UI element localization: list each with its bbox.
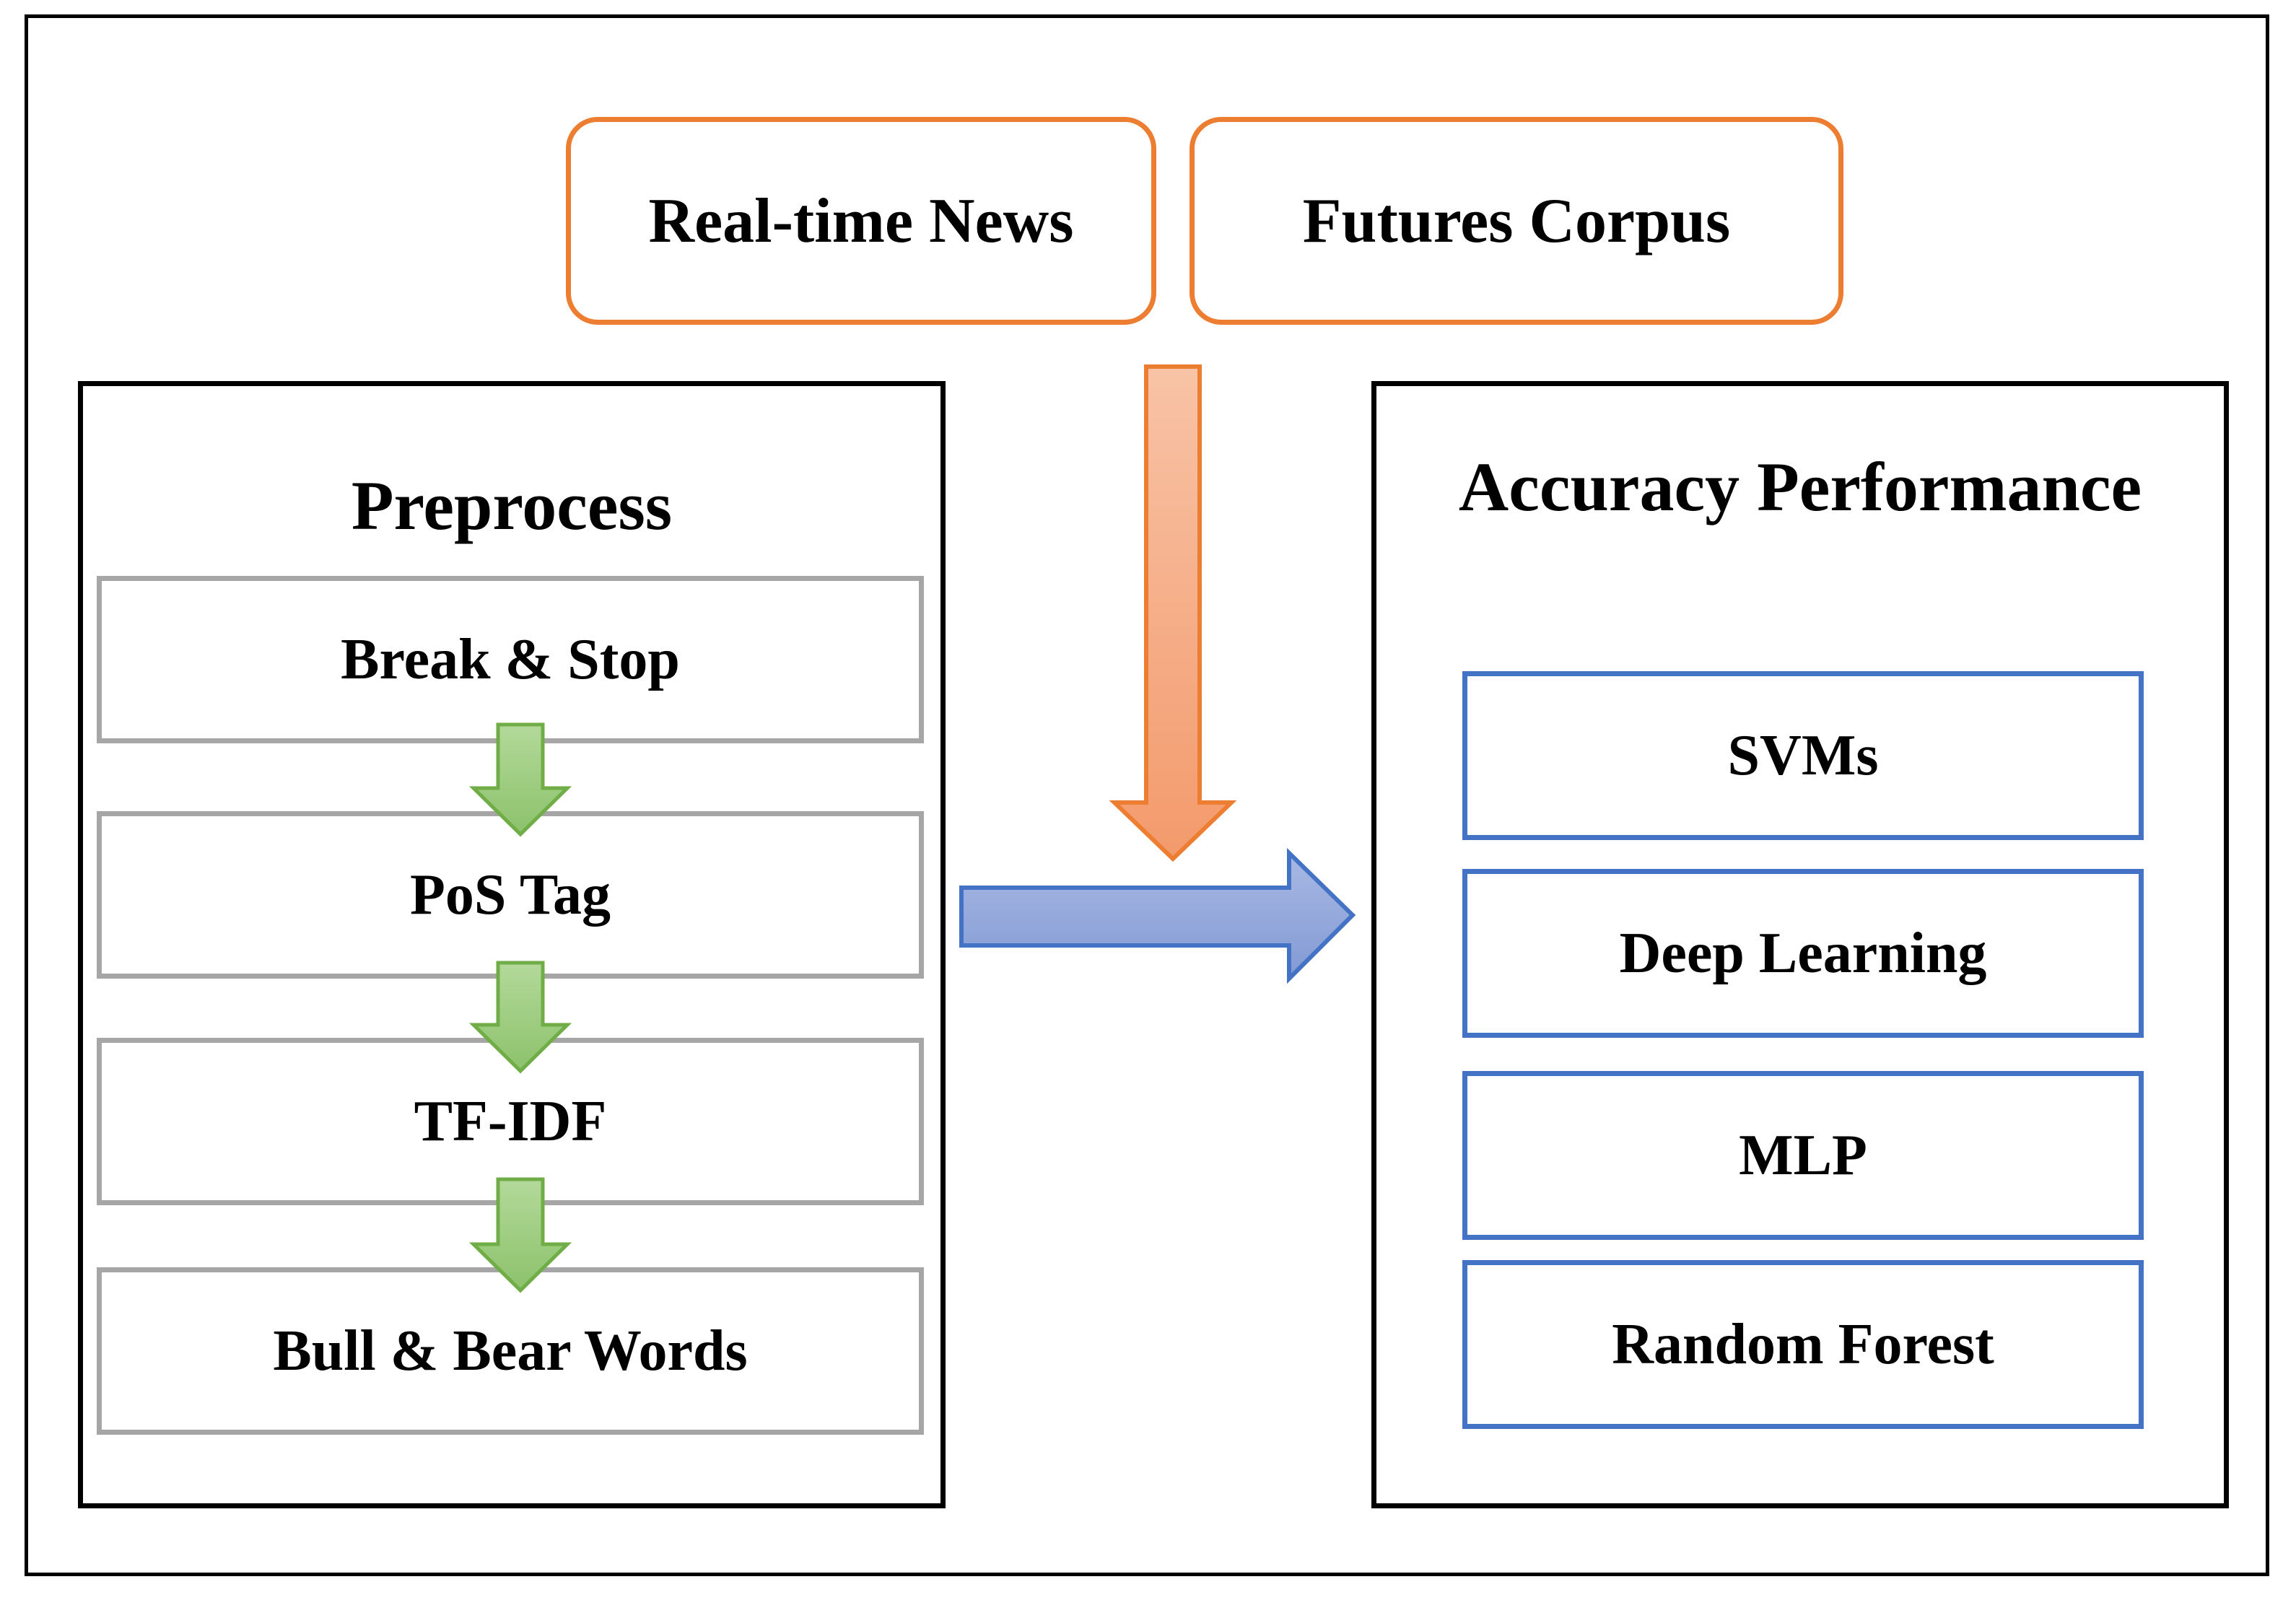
model-mlp: MLP <box>1462 1071 2144 1240</box>
model-deep-learning: Deep Learning <box>1462 869 2144 1038</box>
model-label: MLP <box>1739 1123 1867 1187</box>
step-label: Bull & Bear Words <box>273 1319 748 1383</box>
model-label: SVMs <box>1727 723 1879 787</box>
model-label: Deep Learning <box>1619 921 1987 985</box>
source-futures-corpus: Futures Corpus <box>1190 117 1843 325</box>
step-label: TF-IDF <box>414 1089 607 1153</box>
step-pos-tag: PoS Tag <box>97 811 924 979</box>
performance-title: Accuracy Performance <box>1458 448 2142 525</box>
model-label: Random Forest <box>1612 1312 1994 1376</box>
diagram-frame <box>25 14 2269 1576</box>
step-label: PoS Tag <box>410 862 611 927</box>
source-realtime-news: Real-time News <box>566 117 1156 325</box>
source-label: Real-time News <box>648 185 1074 256</box>
step-label: Break & Stop <box>341 627 680 691</box>
model-random-forest: Random Forest <box>1462 1260 2144 1429</box>
step-tf-idf: TF-IDF <box>97 1038 924 1205</box>
step-bull-bear-words: Bull & Bear Words <box>97 1267 924 1435</box>
model-svms: SVMs <box>1462 671 2144 840</box>
source-label: Futures Corpus <box>1302 185 1731 256</box>
step-break-stop: Break & Stop <box>97 576 924 743</box>
preprocess-title: Preprocess <box>351 467 673 544</box>
